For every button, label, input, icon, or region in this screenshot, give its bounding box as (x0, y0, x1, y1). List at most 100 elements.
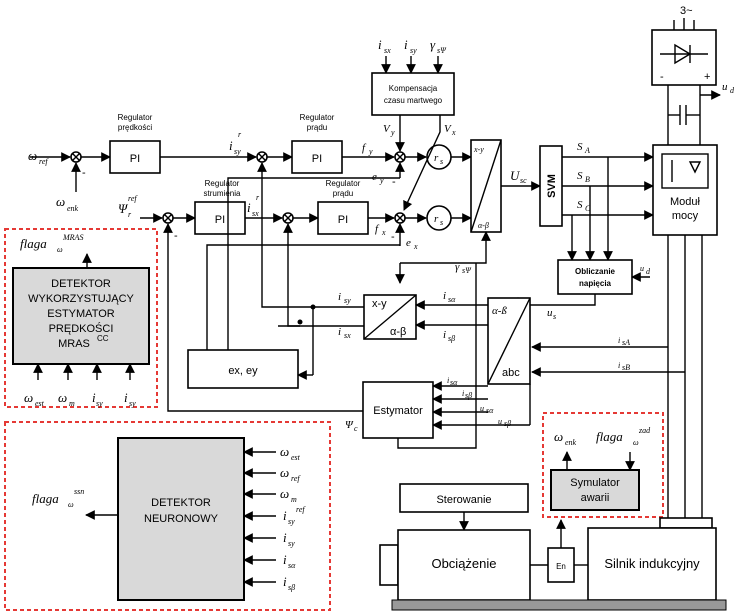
svg-text:prędkości: prędkości (118, 123, 152, 132)
svg-text:ω: ω (280, 486, 289, 501)
dead-time-compensation-block: Kompensacja czasu martwego (371, 72, 455, 116)
svg-text:enk: enk (565, 438, 577, 447)
svg-text:ω: ω (24, 390, 33, 405)
svg-text:est: est (291, 453, 301, 462)
fault-simulator-group: ω enk flaga ω zad Symulator awarii (542, 412, 664, 518)
svg-text:i: i (283, 552, 287, 567)
svg-text:ref: ref (128, 194, 138, 203)
svg-text:y: y (379, 176, 384, 185)
svg-text:s: s (553, 312, 556, 321)
svg-text:+: + (704, 71, 710, 83)
svg-text:i: i (283, 574, 287, 589)
svg-text:ω: ω (58, 390, 67, 405)
svg-text:sα: sα (288, 561, 296, 570)
svg-text:ω: ω (68, 500, 74, 509)
svg-text:abc: abc (502, 367, 520, 379)
svg-text:sB: sB (622, 363, 630, 372)
svg-text:ref: ref (291, 474, 301, 483)
svg-text:s: s (440, 218, 443, 227)
estimator-inputs: i sα i sβ u sα u sβ (432, 376, 531, 430)
svg-text:ex, ey: ex, ey (228, 365, 258, 377)
svg-text:sα: sα (486, 406, 494, 415)
svg-text:u: u (480, 404, 484, 413)
svg-text:d: d (730, 86, 735, 95)
flux-estimate-feedback: Ψ c (163, 223, 477, 449)
svg-text:V: V (383, 123, 391, 135)
svg-text:r: r (434, 213, 439, 225)
gamma-to-transform: γ sΨ (395, 231, 491, 284)
svg-text:i: i (443, 329, 446, 341)
speed-regulator-pi: PI Regulator prędkości (109, 113, 161, 174)
flux-reference-input: Ψ r ref (118, 194, 163, 223)
svg-text:Ψ: Ψ (118, 201, 129, 216)
svg-text:ω: ω (28, 148, 37, 163)
speed-reference-input: ω ref (28, 148, 71, 166)
svg-text:i: i (124, 390, 128, 405)
svg-text:i: i (618, 361, 620, 370)
svg-text:r: r (434, 152, 439, 164)
svg-text:d: d (646, 267, 651, 276)
svg-text:Sterowanie: Sterowanie (436, 494, 491, 506)
rectifier-block: - + (651, 29, 717, 86)
three-phase-supply: 3~ (673, 5, 695, 30)
svg-text:Silnik indukcyjny: Silnik indukcyjny (604, 556, 700, 571)
svg-text:U: U (510, 168, 521, 183)
neural-detector-inputs: ω est ω ref ω m i sy ref i sy i sα i sβ (243, 444, 306, 592)
svg-text:PI: PI (215, 214, 225, 226)
svg-text:-: - (660, 71, 664, 83)
svg-text:α-ß: α-ß (492, 305, 507, 317)
svg-text:sA: sA (622, 338, 630, 347)
svg-text:S: S (577, 199, 583, 211)
svg-text:i: i (338, 291, 341, 303)
svg-text:u: u (722, 81, 728, 93)
power-module-block: Moduł mocy (652, 144, 718, 236)
svg-text:prądu: prądu (307, 123, 327, 132)
svg-text:m: m (291, 495, 297, 504)
svg-text:S: S (577, 170, 583, 182)
svg-text:DETEKTOR: DETEKTOR (151, 497, 211, 509)
svg-text:e: e (406, 237, 411, 249)
control-block: Sterowanie (399, 483, 529, 531)
svg-text:i: i (462, 389, 464, 398)
svg-text:mocy: mocy (672, 210, 699, 222)
svg-text:ω: ω (554, 429, 563, 444)
svg-text:sy: sy (288, 539, 295, 548)
svg-text:sα: sα (450, 378, 458, 387)
svg-text:MRAS: MRAS (58, 338, 90, 350)
isy-summing-junction (256, 151, 268, 163)
svg-text:α-β: α-β (390, 326, 406, 338)
svg-text:strumienia: strumienia (204, 189, 241, 198)
svg-text:e: e (372, 171, 377, 183)
speed-summing-junction (70, 151, 82, 163)
current-regulator-y-pi: PI Regulator prądu (291, 113, 343, 174)
svg-text:Estymator: Estymator (373, 405, 423, 417)
voltage-calculation-block: Obliczanie napięcia u d (513, 259, 651, 307)
svg-text:awarii: awarii (581, 492, 610, 504)
svg-text:i: i (283, 530, 287, 545)
svg-text:NEURONOWY: NEURONOWY (144, 513, 219, 525)
svg-text:DETEKTOR: DETEKTOR (51, 278, 111, 290)
svg-text:-: - (82, 167, 86, 179)
svg-text:ω: ω (633, 438, 639, 447)
svg-text:A: A (584, 146, 590, 155)
svg-text:B: B (585, 175, 590, 184)
switching-signals: S A S B S C (562, 141, 654, 261)
svg-text:i: i (443, 290, 446, 302)
svg-text:x: x (451, 128, 456, 137)
ex-ey-block: ex, ey (187, 177, 400, 389)
svg-text:sy: sy (129, 399, 136, 408)
svg-text:i: i (404, 37, 408, 52)
svg-text:PRĘDKOŚCI: PRĘDKOŚCI (49, 322, 114, 335)
svg-text:sΨ: sΨ (462, 266, 472, 275)
svg-text:γ: γ (455, 261, 460, 273)
svg-text:Regulator: Regulator (300, 113, 335, 122)
svg-text:f: f (362, 142, 367, 154)
xy-to-alphabeta-transform: x-y α-β (470, 139, 502, 233)
svg-text:sx: sx (384, 46, 391, 55)
svg-text:czasu martwego: czasu martwego (384, 96, 443, 105)
svg-text:r: r (238, 130, 242, 139)
isx-ref-label: i sx r (247, 193, 260, 218)
svg-text:u: u (547, 307, 553, 319)
compensation-inputs: i sx i sy γ sΨ (378, 37, 447, 74)
